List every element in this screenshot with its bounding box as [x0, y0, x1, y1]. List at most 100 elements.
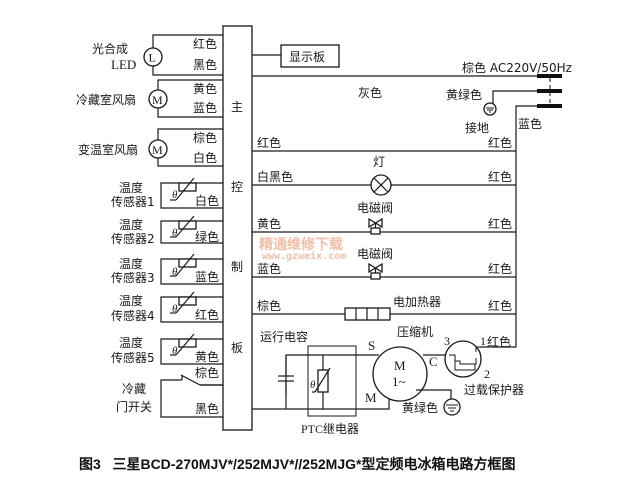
sensor-name: 温度 — [119, 335, 143, 350]
neutral-label: 蓝色 — [518, 117, 542, 131]
door-wire-1: 棕色 — [195, 365, 219, 380]
sensor-name2: 传感器5 — [111, 350, 155, 365]
ptc-label: PTC继电器 — [301, 422, 359, 436]
gray-wire-label: 灰色 — [358, 86, 382, 100]
ground-label: 接地 — [465, 120, 489, 135]
load-left-wire: 白黑色 — [257, 169, 293, 184]
compressor-label: 压缩机 — [397, 324, 433, 339]
terminal-m: M — [365, 390, 377, 405]
fridge-fan-name: 冷藏室风扇 — [76, 92, 136, 107]
valve-label: 电磁阀 — [357, 200, 393, 215]
watermark: 精通维修下载 www.gzweix.com — [259, 236, 346, 262]
variable-fan-wire-1: 棕色 — [193, 130, 217, 145]
compressor-ground-label: 黄绿色 — [402, 400, 438, 415]
load-left-wire: 蓝色 — [257, 262, 281, 276]
board-char-1: 主 — [231, 100, 243, 114]
plug-pin-icon — [537, 89, 562, 93]
fridge-fan-wire-1: 黄色 — [193, 82, 217, 96]
led-wire-2: 黑色 — [193, 58, 217, 72]
main-control-board: 主 控 制 板 — [222, 25, 253, 431]
sensor-wire: 黄色 — [195, 350, 219, 364]
load-row-heater: 电加热器 棕色 红色 — [252, 295, 516, 321]
watermark-line2: www.gzweix.com — [262, 250, 346, 262]
display-board: 显示板 — [252, 44, 340, 68]
sensor-5: θ 温度 传感器5 黄色 — [111, 333, 223, 365]
load-left-wire: 黄色 — [257, 217, 281, 231]
lamp-label: 灯 — [373, 155, 385, 169]
load-row-valve-1: 电磁阀 黄色 红色 — [252, 200, 516, 235]
overload-pin-1: 1 — [480, 334, 486, 348]
load-left-wire: 棕色 — [257, 298, 281, 313]
door-wire-2: 黑色 — [195, 402, 219, 416]
fan-motor-icon — [148, 89, 168, 109]
load-row-lamp: 灯 白黑色 红色 — [252, 155, 516, 196]
watermark-line1: 精通维修下载 — [259, 236, 343, 253]
led-component: L 光合成 LED 红色 黑色 — [92, 34, 223, 76]
sensor-1: θ 温度 传感器1 白色 — [111, 177, 223, 209]
led-icon — [143, 47, 163, 67]
ptc-theta-icon: θ — [310, 379, 316, 391]
load-right-wire: 红色 — [488, 261, 512, 276]
led-wire-1: 红色 — [193, 36, 217, 51]
overload-label: 过载保护器 — [464, 383, 524, 397]
sensor-2: θ 温度 传感器2 绿色 — [111, 215, 223, 246]
neutral-wire — [515, 105, 538, 342]
overload-protector-icon — [444, 340, 482, 378]
load-right-wire: 红色 — [488, 298, 512, 313]
figure-caption: 图3 三星BCD-270MJV*/252MJV*//252MJG*型定频电冰箱电… — [79, 456, 515, 472]
overload-wire-label: 红色 — [487, 334, 511, 349]
sensor-wire: 绿色 — [195, 229, 219, 244]
sensor-wire: 蓝色 — [195, 270, 219, 284]
board-char-3: 制 — [231, 260, 243, 274]
ground-icon — [483, 102, 497, 116]
sensor-name2: 传感器4 — [111, 308, 155, 323]
motor-phase: 1~ — [392, 374, 406, 389]
run-capacitor-label: 运行电容 — [260, 329, 308, 344]
plug-pin-icon — [537, 74, 562, 78]
theta-icon: θ — [172, 303, 178, 315]
load-left-wire: 红色 — [257, 135, 281, 150]
fridge-fan: M 冷藏室风扇 黄色 蓝色 — [76, 79, 223, 118]
board-char-4: 板 — [231, 341, 243, 355]
heater-label: 电加热器 — [393, 295, 441, 309]
load-right-wire: 红色 — [488, 216, 512, 231]
power-label: 棕色 AC220V/50Hz — [462, 60, 572, 75]
ground-icon — [443, 398, 461, 416]
sensor-name: 温度 — [119, 256, 143, 271]
door-switch-name: 冷藏 — [122, 382, 146, 396]
overload-pin-3: 3 — [444, 334, 450, 348]
sensor-name: 温度 — [119, 180, 143, 195]
ptc-relay-box — [307, 345, 357, 417]
fridge-fan-wire-2: 蓝色 — [193, 101, 217, 115]
display-board-label: 显示板 — [289, 50, 325, 64]
sensor-name2: 传感器1 — [111, 194, 155, 209]
ptc-icon — [317, 369, 329, 393]
load-right-wire: 红色 — [488, 135, 512, 150]
compressor-motor-icon — [372, 346, 428, 402]
fan-symbol: M — [152, 93, 163, 107]
variable-fan: M 变温室风扇 棕色 白色 — [78, 128, 223, 167]
ground-wire-label: 黄绿色 — [446, 87, 482, 102]
plug-pin-icon — [537, 104, 562, 108]
sensor-3: θ 温度 传感器3 蓝色 — [111, 253, 223, 285]
motor-symbol: M — [394, 358, 406, 373]
overload-pin-2: 2 — [484, 367, 490, 381]
switch-icon — [180, 374, 201, 386]
load-row-valve-2: 电磁阀 蓝色 红色 — [252, 246, 516, 280]
sensor-4: θ 温度 传感器4 红色 — [111, 291, 223, 323]
fan-symbol: M — [152, 143, 163, 157]
power-input: 棕色 AC220V/50Hz 灰色 黄绿色 接地 蓝色 — [252, 60, 572, 342]
sensor-name: 温度 — [119, 217, 143, 232]
sensor-name2: 传感器2 — [111, 231, 155, 246]
valve-label: 电磁阀 — [357, 246, 393, 261]
terminal-c: C — [429, 354, 438, 369]
load-row-1: 红色 红色 — [252, 135, 516, 152]
led-symbol: L — [149, 51, 156, 65]
led-name2: LED — [111, 57, 136, 72]
variable-fan-name: 变温室风扇 — [78, 142, 138, 157]
door-switch: 棕色 黑色 冷藏 门开关 — [116, 365, 223, 418]
fan-motor-icon — [148, 139, 168, 159]
theta-icon: θ — [172, 266, 178, 278]
load-right-wire: 红色 — [488, 169, 512, 184]
